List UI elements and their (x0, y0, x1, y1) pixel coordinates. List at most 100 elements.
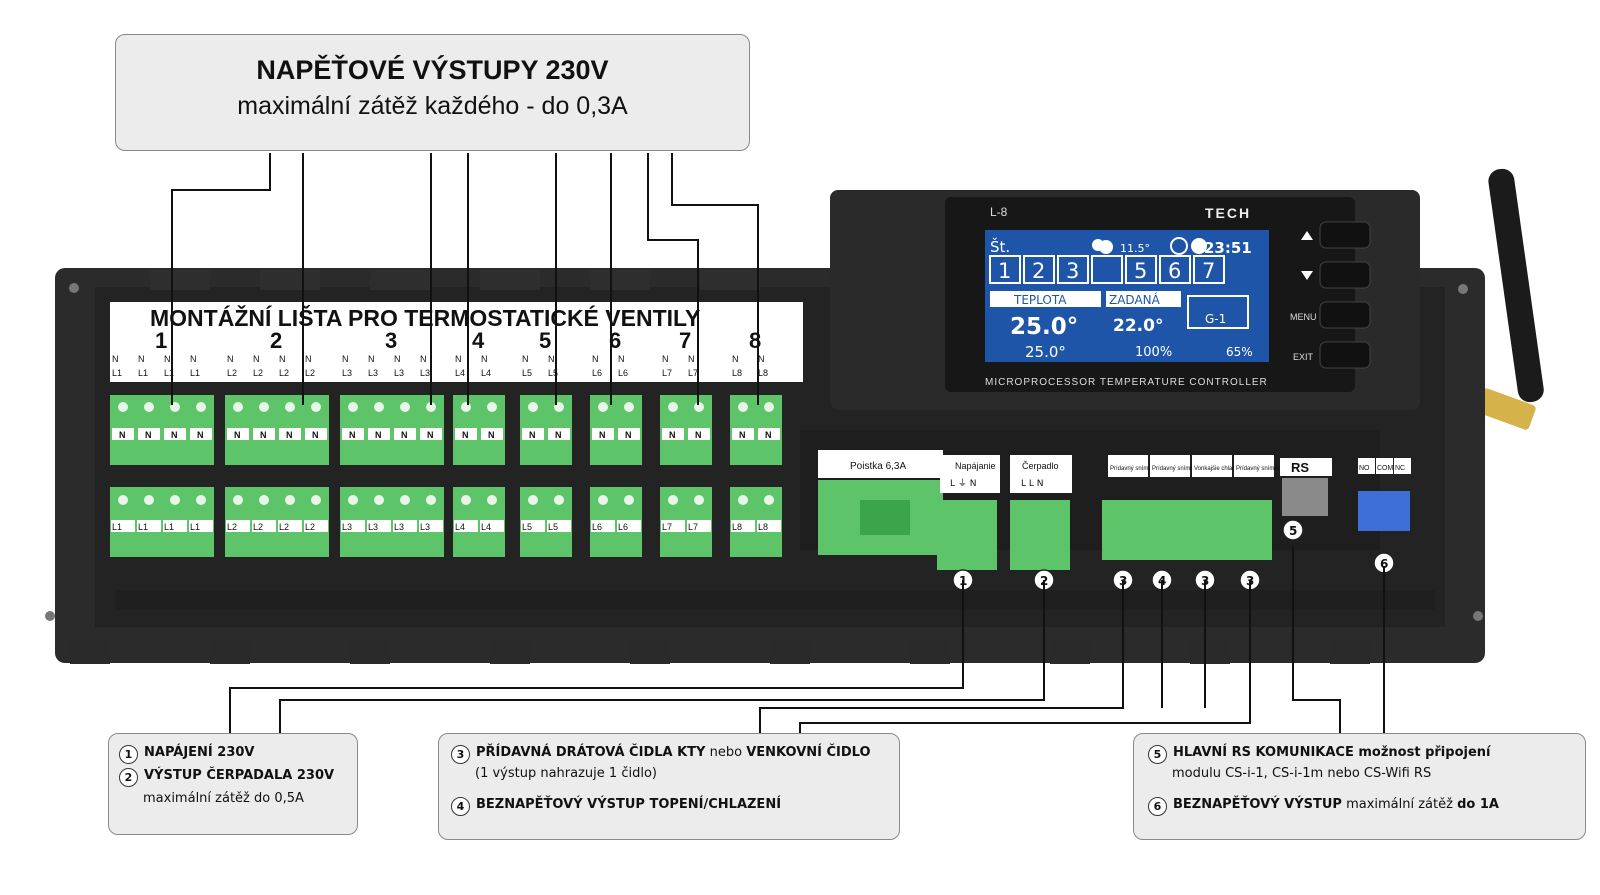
terminal-l-label: L4 (481, 522, 491, 532)
screw (598, 495, 608, 505)
lcd-zone-box (1125, 255, 1157, 284)
lcd-zone-number: 1 (998, 259, 1011, 283)
terminal-l-label: L4 (455, 522, 465, 532)
strip-l-label: L6 (592, 368, 602, 378)
terminal-l-label: L8 (732, 522, 742, 532)
terminal-n-label: N (401, 430, 408, 440)
screw (738, 402, 748, 412)
screw (400, 495, 410, 505)
strip-l-label: L3 (420, 368, 430, 378)
controller-footer: MICROPROCESSOR TEMPERATURE CONTROLLER (985, 377, 1268, 388)
menu-label: MENU (1290, 312, 1317, 322)
lcd-zone-box (989, 255, 1021, 284)
screw (285, 495, 295, 505)
terminal-n-label: N (625, 430, 632, 440)
screw (400, 402, 410, 412)
strip-l-label: L2 (279, 368, 289, 378)
terminal-n-label: N (234, 430, 241, 440)
strip-l-label: L4 (481, 368, 491, 378)
lcd-zone-number: 2 (1032, 259, 1045, 283)
strip-n-label: N (420, 354, 427, 364)
legend-item-2-sub: maximální zátěž do 0,5A (143, 791, 304, 806)
lcd-floor-value: 25.0° (1025, 343, 1066, 361)
lcd-zone-number: 3 (1066, 259, 1079, 283)
terminal-l-label: L3 (394, 522, 404, 532)
power-label: Napájanie (955, 461, 996, 471)
terminal-n-label: N (529, 430, 536, 440)
legend-middle: 3 PŘÍDAVNÁ DRÁTOVÁ ČIDLA KTY nebo VENKOV… (438, 733, 900, 840)
terminal-n-label: N (197, 430, 204, 440)
legend-item-3-sub: (1 výstup nahrazuje 1 čidlo) (475, 766, 657, 781)
screw (196, 402, 206, 412)
strip-l-label: L1 (112, 368, 122, 378)
terminal-n-label: N (765, 430, 772, 440)
lcd-zone-box (1193, 255, 1225, 284)
terminal-l-label: L5 (548, 522, 558, 532)
screw (487, 402, 497, 412)
fuse-label: Poistka 6,3A (850, 461, 906, 472)
screw (528, 495, 538, 505)
lcd-zadana-value: 22.0° (1113, 316, 1163, 336)
terminal-n-label: N (739, 430, 746, 440)
screw (285, 402, 295, 412)
terminal-l-label: L2 (253, 522, 263, 532)
lcd-weather-icon (1092, 239, 1113, 254)
screw (233, 495, 243, 505)
zone-numbers: 1NL1NL1NL1NL12NL2NL2NL2NL23NL3NL3NL3NL34… (112, 328, 768, 378)
legend-item-4-text: BEZNAPĚŤOVÝ VÝSTUP TOPENÍ/CHLAZENÍ (476, 797, 782, 812)
legend-item-6-bold: BEZNAPĚŤOVÝ VÝSTUP (1173, 797, 1342, 812)
screw (738, 495, 748, 505)
down-arrow-icon (1301, 271, 1313, 280)
strip-l-label: L3 (342, 368, 352, 378)
strip-n-label: N (548, 354, 555, 364)
sensor-label: Prídavný snímač 1 (1110, 466, 1160, 472)
strip-n-label: N (758, 354, 765, 364)
strip-n-label: N (662, 354, 669, 364)
screw (144, 402, 154, 412)
legend-item-3-bold2: VENKOVNÍ ČIDLO (746, 745, 871, 760)
screw (374, 495, 384, 505)
strip-n-label: N (481, 354, 488, 364)
terminal-l-label: L7 (688, 522, 698, 532)
marker-2: 2 (119, 768, 138, 787)
top-callout-title: NAPĚŤOVÉ VÝSTUPY 230V (256, 55, 609, 85)
lcd-zone-number: 6 (1168, 259, 1181, 283)
screw (694, 495, 704, 505)
brand-logo: TECH (1205, 205, 1251, 221)
legend-item-1-text: NAPÁJENÍ 230V (144, 745, 255, 760)
terminal-n-label: N (171, 430, 178, 440)
screw (764, 402, 774, 412)
relay-label: NO (1359, 465, 1370, 472)
menu-button[interactable] (1319, 301, 1371, 329)
terminal-l-label: L5 (522, 522, 532, 532)
terminal-n-label: N (260, 430, 267, 440)
strip-l-label: L2 (305, 368, 315, 378)
screw (426, 495, 436, 505)
legend-item-1: 1 NAPÁJENÍ 230V (119, 745, 347, 764)
screw (311, 402, 321, 412)
screw (426, 402, 436, 412)
exit-button[interactable] (1319, 341, 1371, 369)
down-button[interactable] (1319, 261, 1371, 289)
terminal-n-label: N (349, 430, 356, 440)
up-button[interactable] (1319, 221, 1371, 249)
screw (487, 495, 497, 505)
lcd-play-icon (1170, 237, 1188, 255)
controller-buttons: MENU EXIT (1290, 221, 1371, 369)
strip-n-label: N (164, 354, 171, 364)
legend-item-2-text: VÝSTUP ČERPADALA 230V (144, 768, 335, 783)
lcd-mode: G-1 (1205, 312, 1226, 326)
lcd-drop-icon (1191, 238, 1207, 254)
lcd-zone-box (1091, 255, 1123, 284)
lcd-zadana-label: ZADANÁ (1109, 292, 1161, 307)
strip-l-label: L4 (455, 368, 465, 378)
pump-label: Čerpadlo (1022, 461, 1059, 471)
relay-label: NC (1395, 465, 1405, 472)
sensor-label: Prídavný snímač 2 (1152, 466, 1202, 472)
terminal-l-label: L6 (618, 522, 628, 532)
marker-3: 3 (451, 745, 470, 764)
legend-item-5-sub: modulu CS-i-1, CS-i-1m nebo CS-Wifi RS (1172, 766, 1432, 781)
rs-label: RS (1291, 460, 1309, 475)
